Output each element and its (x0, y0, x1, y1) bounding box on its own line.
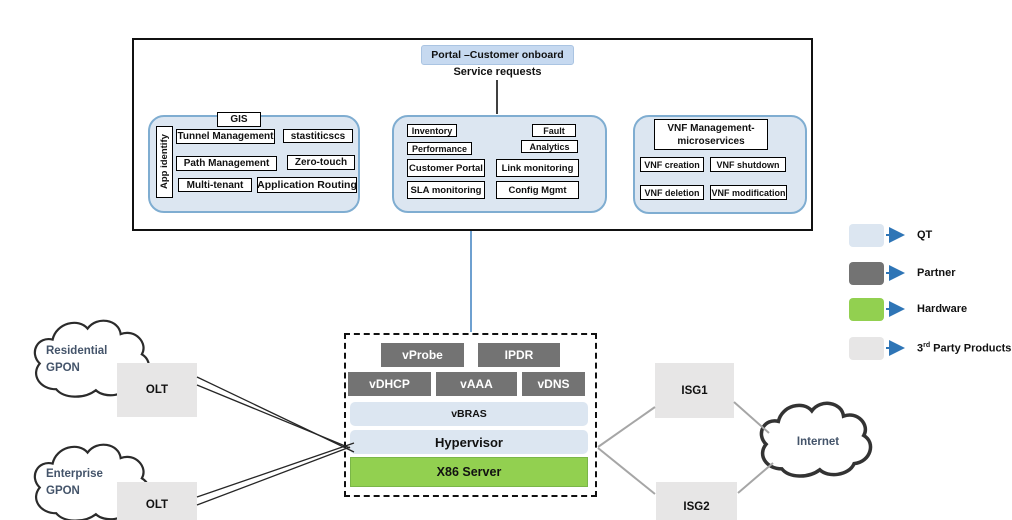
vbras-layer: vBRAS (350, 402, 588, 426)
isg2-node: ISG2 (656, 482, 737, 520)
vaaa-box: vAAA (436, 372, 517, 396)
stack-isg2-link (597, 447, 656, 495)
legend-label-partner: Partner (917, 267, 956, 279)
third-party-rest: Party Products (930, 342, 1012, 355)
gis-title-box: GIS (217, 112, 261, 127)
legend-label-qt: QT (917, 229, 933, 241)
performance-box: Performance (407, 142, 472, 155)
legend-swatch-third-party (849, 337, 884, 360)
olt1-link-b (196, 384, 351, 449)
path-management-box: Path Management (176, 156, 277, 171)
vdns-box: vDNS (522, 372, 585, 396)
isg1-node: ISG1 (655, 363, 734, 418)
vnf-management-title-box: VNF Management- microservices (654, 119, 768, 150)
inventory-box: Inventory (407, 124, 457, 137)
x86-server-layer: X86 Server (350, 457, 588, 487)
vprobe-box: vProbe (381, 343, 464, 367)
olt1-link-a (196, 376, 355, 453)
multi-tenant-box: Multi-tenant (178, 178, 252, 192)
third-party-sup: rd (923, 342, 931, 349)
legend-label-hardware: Hardware (917, 303, 968, 315)
tunnel-management-box: Tunnel Management (176, 129, 275, 144)
residential-gpon-label: Residential GPON (46, 345, 108, 374)
sla-monitoring-box: SLA monitoring (407, 181, 485, 199)
legend-swatch-hardware (849, 298, 884, 321)
vnf-creation-box: VNF creation (640, 157, 704, 172)
vnf-shutdown-box: VNF shutdown (710, 157, 786, 172)
link-monitoring-box: Link monitoring (496, 159, 579, 177)
customer-portal-box: Customer Portal (407, 159, 485, 177)
olt2-link-b (196, 446, 351, 506)
vnf-modification-box: VNF modification (710, 185, 787, 200)
internet-label: Internet (796, 436, 840, 448)
vnf-deletion-box: VNF deletion (640, 185, 704, 200)
enterprise-gpon-label: Enterprise GPON (46, 468, 103, 497)
third-party-prefix: 3 (917, 342, 924, 355)
vnf-title-line2: microservices (677, 135, 745, 147)
legend-swatch-partner (849, 262, 884, 285)
legend-swatch-qt (849, 224, 884, 247)
fault-box: Fault (532, 124, 576, 137)
olt1-node: OLT (117, 363, 197, 417)
olt2-node: OLT (117, 482, 197, 520)
internet-cloud-icon (759, 401, 873, 478)
portal-customer-onboard-box: Portal –Customer onboard (421, 45, 574, 65)
zero-touch-box: Zero-touch (287, 155, 355, 170)
vnf-title-line1: VNF Management- (667, 122, 755, 134)
application-routing-box: Application Routing (257, 177, 357, 193)
vdhcp-box: vDHCP (348, 372, 431, 396)
olt2-link-a (196, 442, 355, 498)
app-identify-box: App identify (156, 126, 173, 198)
legend-label-third-party: 3rd Party Products (917, 342, 1011, 355)
service-requests-label: Service requests (453, 66, 542, 78)
stack-isg1-link (597, 406, 656, 448)
config-mgmt-box: Config Mgmt (496, 181, 579, 199)
statistics-box: stastiticscs (283, 129, 353, 143)
ipdr-box: IPDR (478, 343, 560, 367)
hypervisor-layer: Hypervisor (350, 430, 588, 454)
analytics-box: Analytics (521, 140, 578, 153)
